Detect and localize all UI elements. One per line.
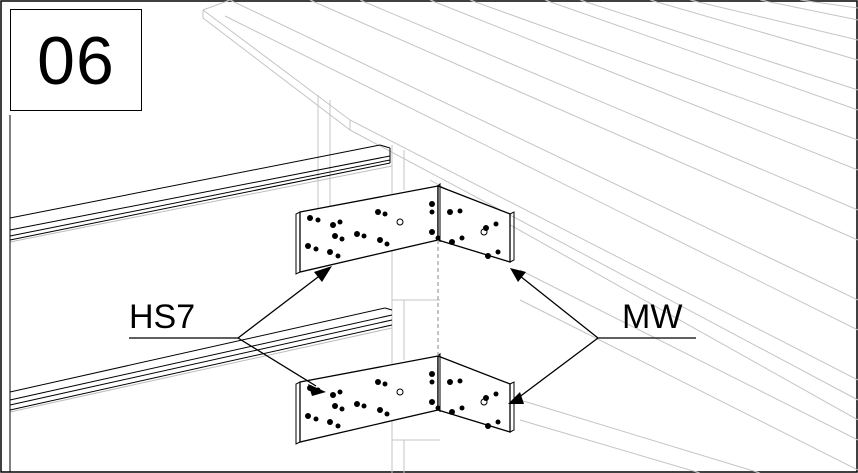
hs7-leader xyxy=(129,273,323,387)
hs7-arrowheads xyxy=(308,266,332,396)
mw-arrowheads xyxy=(508,268,526,404)
mw-label: MW xyxy=(622,298,683,336)
step-number: 06 xyxy=(37,23,115,99)
mw-leader xyxy=(517,275,696,399)
lower-beam xyxy=(9,307,393,411)
step-number-box: 06 xyxy=(10,9,142,111)
roof-rafters xyxy=(202,0,858,473)
upper-bracket xyxy=(295,182,515,275)
beam-light-edges xyxy=(9,165,393,413)
upper-beam xyxy=(9,144,391,241)
lower-bracket xyxy=(295,352,515,445)
hs7-label: HS7 xyxy=(129,298,196,336)
